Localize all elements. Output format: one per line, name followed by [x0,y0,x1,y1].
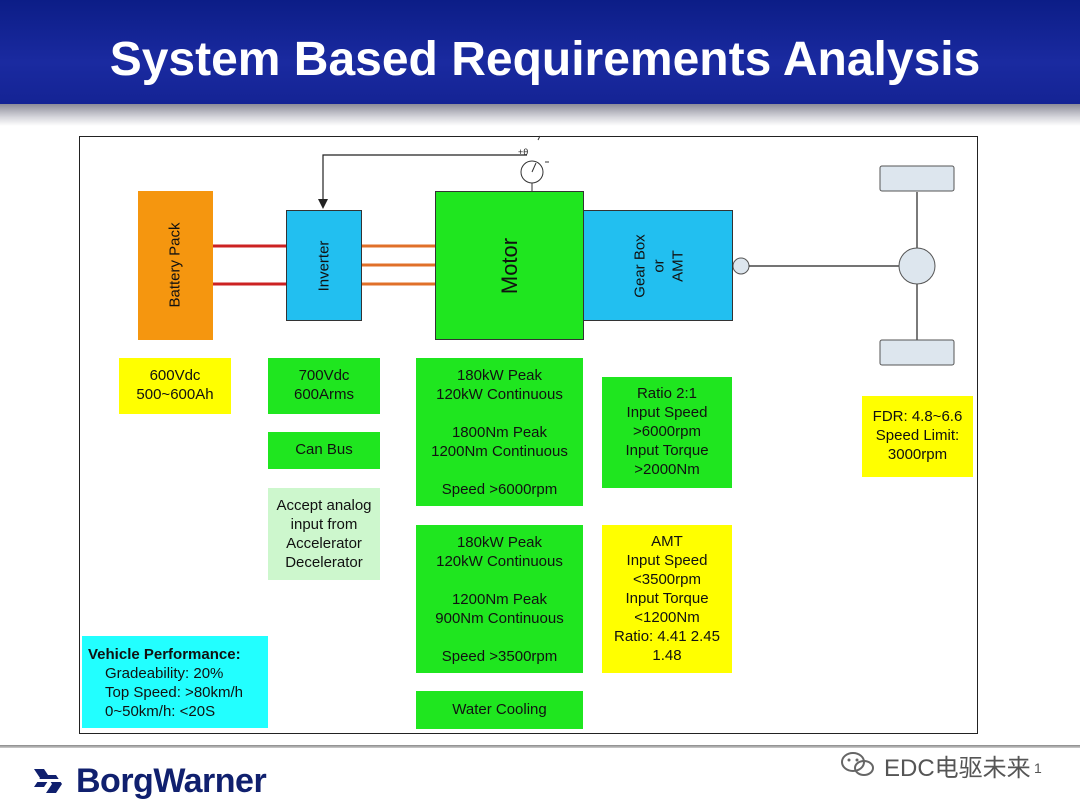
sensor-tick [537,135,541,141]
inverter-spec-text: 700Vdc 600Arms [268,366,380,404]
battery-pack-block: Battery Pack [138,191,213,340]
vehicle-item-top-speed: Top Speed: >80km/h [105,684,244,701]
footer-divider [0,745,1080,748]
motor-a-line-7: Speed >6000rpm [441,481,558,498]
inverter-spec-box: 700Vdc 600Arms [268,358,380,414]
accel-input-box: Accept analog input from Accelerator Dec… [268,488,380,580]
motor-b-line-4: 1200Nm Peak [451,591,548,608]
motor-a-line-1: 180kW Peak [456,367,543,384]
inverter-label: Inverter [315,240,333,292]
gear-ratio-line-4: Input Torque [625,442,709,459]
wheel-top [879,165,955,192]
differential [898,247,936,285]
gear-ratio-line-5: >2000Nm [634,461,700,478]
inverter-voltage: 700Vdc [298,367,350,384]
amt-line-1: AMT [651,533,683,550]
amt-line-4: Input Torque [625,590,709,607]
feedback-arrow [318,199,328,209]
amt-line-2: Input Speed [626,552,708,569]
watermark-text: EDC电驱未来 [884,755,1031,782]
gear-ratio-line-2: Input Speed [626,404,708,421]
motor-a-line-3 [416,404,583,423]
slide-title: System Based Requirements Analysis [109,33,981,86]
inverter-block: Inverter [286,210,362,321]
motor-spec-b-text: 180kW Peak 120kW Continuous 1200Nm Peak … [416,533,583,666]
gearbox-label-line-1: Gear Box [631,234,649,298]
vehicle-performance-heading: Vehicle Performance: [88,646,241,663]
motor-a-line-2: 120kW Continuous [436,386,563,403]
motor-b-line-7: Speed >3500rpm [441,648,558,665]
feedback-line [322,154,527,205]
motor-spec-b-box: 180kW Peak 120kW Continuous 1200Nm Peak … [416,525,583,673]
sensor-label: +θ [518,147,529,157]
motor-b-line-1: 180kW Peak [456,534,543,551]
amt-line-3: <3500rpm [633,571,701,588]
accel-input-text: Accept analog input from Accelerator Dec… [268,496,380,572]
amt-spec-box: AMT Input Speed <3500rpm Input Torque <1… [602,525,732,673]
borgwarner-logo-icon [34,769,65,793]
accel-line-2: input from [290,516,358,533]
motor-a-line-4: 1800Nm Peak [451,424,548,441]
amt-line-5: <1200Nm [634,609,700,626]
fdr-spec-text: FDR: 4.8~6.6 Speed Limit: 3000rpm [862,407,973,464]
gear-ratio-spec-box: Ratio 2:1 Input Speed >6000rpm Input Tor… [602,377,732,488]
battery-spec-text: 600Vdc 500~600Ah [119,366,231,404]
vehicle-performance-box: Vehicle Performance: Gradeability: 20% T… [82,636,268,728]
output-coupling [732,257,750,275]
accel-line-3: Accelerator [286,535,362,552]
vehicle-item-acceleration: 0~50km/h: <20S [105,703,216,720]
battery-voltage: 600Vdc [149,367,201,384]
motor-spec-a-text: 180kW Peak 120kW Continuous 1800Nm Peak … [416,366,583,499]
vehicle-performance-list: Gradeability: 20% Top Speed: >80km/h 0~5… [105,664,243,721]
amt-spec-text: AMT Input Speed <3500rpm Input Torque <1… [602,532,732,665]
can-bus-box: Can Bus [268,432,380,469]
motor-spec-a-box: 180kW Peak 120kW Continuous 1800Nm Peak … [416,358,583,506]
battery-spec-box: 600Vdc 500~600Ah [119,358,231,414]
wheel-bottom [879,339,955,366]
gear-ratio-line-3: >6000rpm [633,423,701,440]
motor-block: Motor [435,191,584,340]
amt-line-7: 1.48 [652,647,682,664]
vehicle-item-gradeability: Gradeability: 20% [105,665,224,682]
fdr-line-3: 3000rpm [887,446,948,463]
gearbox-block: Gear Box or AMT [583,210,733,321]
amt-line-6: Ratio: 4.41 2.45 [614,628,720,645]
gear-ratio-spec-text: Ratio 2:1 Input Speed >6000rpm Input Tor… [602,384,732,479]
motor-b-line-3 [416,571,583,590]
page-number: 1 [1034,760,1042,776]
fdr-spec-box: FDR: 4.8~6.6 Speed Limit: 3000rpm [862,396,973,477]
motor-a-line-5: 1200Nm Continuous [431,443,568,460]
water-cooling-label: Water Cooling [452,701,547,718]
motor-label: Motor [497,237,522,295]
gear-ratio-line-1: Ratio 2:1 [636,385,698,402]
can-bus-label: Can Bus [295,441,353,458]
header-bar [0,0,1080,104]
fdr-line-2: Speed Limit: [875,427,960,444]
accel-line-1: Accept analog [276,497,372,514]
sensor-needle [531,162,537,173]
inverter-current: 600Arms [293,386,355,403]
accel-line-4: Decelerator [285,554,363,571]
header-shadow [0,104,1080,126]
gearbox-label: Gear Box or AMT [631,234,688,297]
borgwarner-logo-text: BorgWarner [76,762,267,800]
motor-b-line-5: 900Nm Continuous [435,610,564,627]
fdr-line-1: FDR: 4.8~6.6 [872,408,963,425]
wechat-icon [841,752,874,776]
gearbox-label-line-2: or [650,259,668,273]
motor-b-line-6 [416,628,583,647]
battery-pack-label: Battery Pack [166,222,184,308]
motor-a-line-6 [416,461,583,480]
water-cooling-box: Water Cooling [416,691,583,729]
battery-capacity: 500~600Ah [136,386,214,403]
gearbox-label-line-3: AMT [669,250,687,282]
motor-b-line-2: 120kW Continuous [436,553,563,570]
